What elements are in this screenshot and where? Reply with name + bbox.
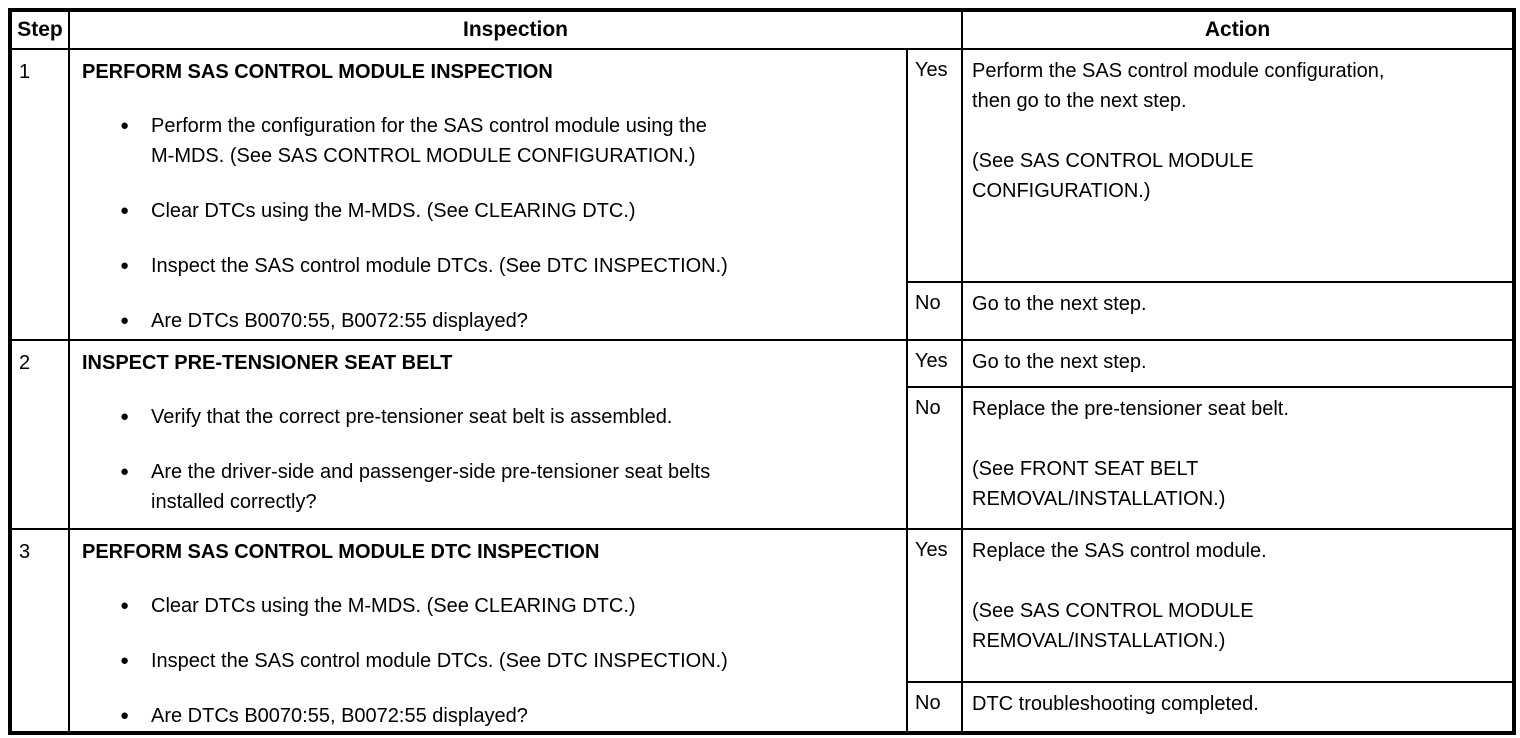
bullet-item: ● Perform the configuration for the SAS … [120,111,896,171]
action-cell: Go to the next step. [961,339,1516,388]
table-header-row: Step Inspection Action [9,9,1516,50]
bullet-text: Verify that the correct pre-tensioner se… [151,406,673,428]
branch-label-no: No [905,281,964,341]
bullet-text: Clear DTCs using the M-MDS. (See CLEARIN… [151,595,636,617]
table-row: No Go to the next step. [10,281,1516,341]
inspection-title: INSPECT PRE-TENSIONER SEAT BELT [82,352,453,374]
branch-label-yes: Yes [905,339,964,388]
bullet-item: ● Inspect the SAS control module DTCs. (… [120,646,896,676]
step-number: 2 [9,339,70,530]
action-cell: Replace the pre-tensioner seat belt. (Se… [961,386,1516,530]
step-number: 1 [9,48,70,341]
action-cell: Replace the SAS control module. (See SAS… [961,528,1516,683]
bullet-text: Inspect the SAS control module DTCs. (Se… [151,255,728,277]
bullet-item: ● Are DTCs B0070:55, B0072:55 displayed? [120,306,896,336]
branch-label-no: No [905,386,964,530]
inspection-title: PERFORM SAS CONTROL MODULE DTC INSPECTIO… [82,541,600,563]
action-column-header: Action [961,9,1516,50]
table-row: 3 PERFORM SAS CONTROL MODULE DTC INSPECT… [9,528,1516,734]
bullet-icon: ● [120,312,130,329]
bullet-icon: ● [120,463,130,480]
step-number: 3 [9,528,70,734]
branch-label-no: No [905,680,964,735]
bullet-item: ● Are DTCs B0070:55, B0072:55 displayed? [120,701,896,731]
bullet-icon: ● [120,597,130,614]
bullet-text: Are DTCs B0070:55, B0072:55 displayed? [151,705,528,727]
inspection-title: PERFORM SAS CONTROL MODULE INSPECTION [82,61,553,83]
table-row: No Replace the pre-tensioner seat belt. … [10,386,1516,530]
bullet-item: ● Verify that the correct pre-tensioner … [120,402,896,432]
step-column-header: Step [9,9,70,50]
branch-label-yes: Yes [905,528,964,683]
bullet-icon: ● [120,707,130,724]
bullet-item: ● Are the driver-side and passenger-side… [120,457,896,517]
bullet-icon: ● [120,257,130,274]
table-row: No DTC troubleshooting completed. [10,680,1516,735]
inspection-cell: PERFORM SAS CONTROL MODULE INSPECTION ● … [68,48,908,341]
branch-label-yes: Yes [905,48,964,283]
bullet-text: Are DTCs B0070:55, B0072:55 displayed? [151,310,528,332]
bullet-item: ● Clear DTCs using the M-MDS. (See CLEAR… [120,196,896,226]
inspection-column-header: Inspection [67,9,964,50]
action-cell: DTC troubleshooting completed. [961,680,1516,735]
bullet-item: ● Clear DTCs using the M-MDS. (See CLEAR… [120,591,896,621]
inspection-cell: INSPECT PRE-TENSIONER SEAT BELT ● Verify… [68,339,908,530]
bullet-text: Clear DTCs using the M-MDS. (See CLEARIN… [151,200,636,222]
bullet-icon: ● [120,408,130,425]
bullet-item: ● Inspect the SAS control module DTCs. (… [120,251,896,281]
troubleshooting-table: Step Inspection Action 1 PERFORM SAS CON… [8,8,1517,735]
table-row: 1 PERFORM SAS CONTROL MODULE INSPECTION … [9,48,1516,341]
bullet-text: Perform the configuration for the SAS co… [151,115,707,167]
bullet-text: Are the driver-side and passenger-side p… [151,461,711,513]
bullet-icon: ● [120,652,130,669]
action-cell: Perform the SAS control module configura… [961,48,1516,283]
bullet-icon: ● [120,202,130,219]
inspection-cell: PERFORM SAS CONTROL MODULE DTC INSPECTIO… [68,528,908,734]
table-row: 2 INSPECT PRE-TENSIONER SEAT BELT ● Veri… [9,339,1516,530]
bullet-icon: ● [120,117,130,134]
bullet-text: Inspect the SAS control module DTCs. (Se… [151,650,728,672]
action-cell: Go to the next step. [961,281,1516,341]
